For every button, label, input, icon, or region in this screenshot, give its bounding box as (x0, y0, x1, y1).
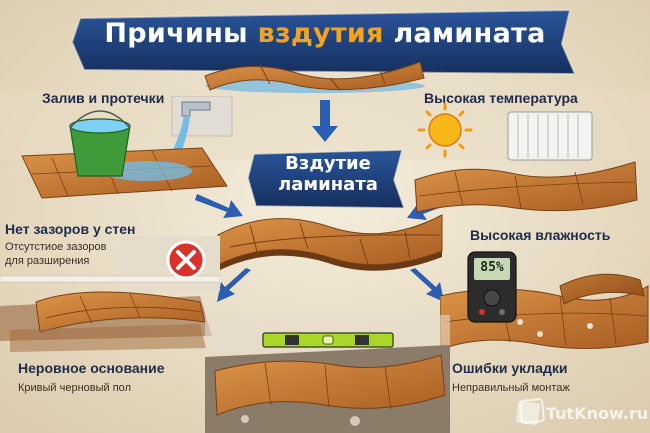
cause-label-installation: Ошибки укладки (452, 360, 568, 376)
sun-icon (417, 102, 473, 158)
arrow-to-bottom-right (410, 268, 444, 302)
center-banner (248, 149, 406, 209)
heat-illustration (414, 102, 638, 213)
arrow-to-bottom-left (217, 268, 251, 302)
cause-label-humidity: Высокая влажность (470, 227, 611, 243)
cause-label-flood: Залив и протечки (42, 90, 165, 106)
page-title: Причины вздутия ламината (70, 18, 580, 49)
cause-label-no-gaps: Нет зазоров у стен (5, 221, 136, 237)
cause-subtitle-uneven-base: Кривый черновый пол (18, 382, 131, 394)
cause-label-uneven-base: Неровное основание (18, 360, 165, 376)
cause-label-temperature: Высокая температура (424, 90, 578, 106)
title-part-1: Причины (104, 18, 258, 49)
title-banner (70, 8, 577, 76)
central-laminate-illustration (217, 214, 443, 271)
warped-boards-top (204, 61, 425, 93)
center-label-line-2: ламината (278, 174, 378, 195)
hygrometer-icon (467, 251, 517, 323)
error-x-icon (166, 240, 206, 280)
cause-subtitle-installation: Неправильный монтаж (452, 382, 570, 394)
title-part-3: ламината (383, 18, 546, 49)
arrow-down-center (312, 100, 338, 142)
watermark-logo-icon (515, 398, 545, 426)
center-label: Вздутие ламината (248, 153, 408, 195)
no-gaps-floor-extension (10, 324, 206, 352)
watermark-text: TutKnow.ru (546, 404, 649, 423)
arrow-from-top-left (195, 194, 243, 218)
center-label-line-1: Вздутие (285, 153, 371, 174)
radiator-icon (507, 111, 593, 161)
hygrometer-reading: 85% (480, 260, 504, 275)
spirit-level-icon (262, 332, 394, 348)
flood-illustration (21, 96, 233, 199)
cause-subtitle-no-gaps: Отсутстиое зазоров для разширения (5, 241, 107, 267)
humidity-illustration (440, 251, 649, 351)
title-highlight: вздутия (257, 18, 384, 49)
uneven-base-illustration (205, 315, 450, 433)
